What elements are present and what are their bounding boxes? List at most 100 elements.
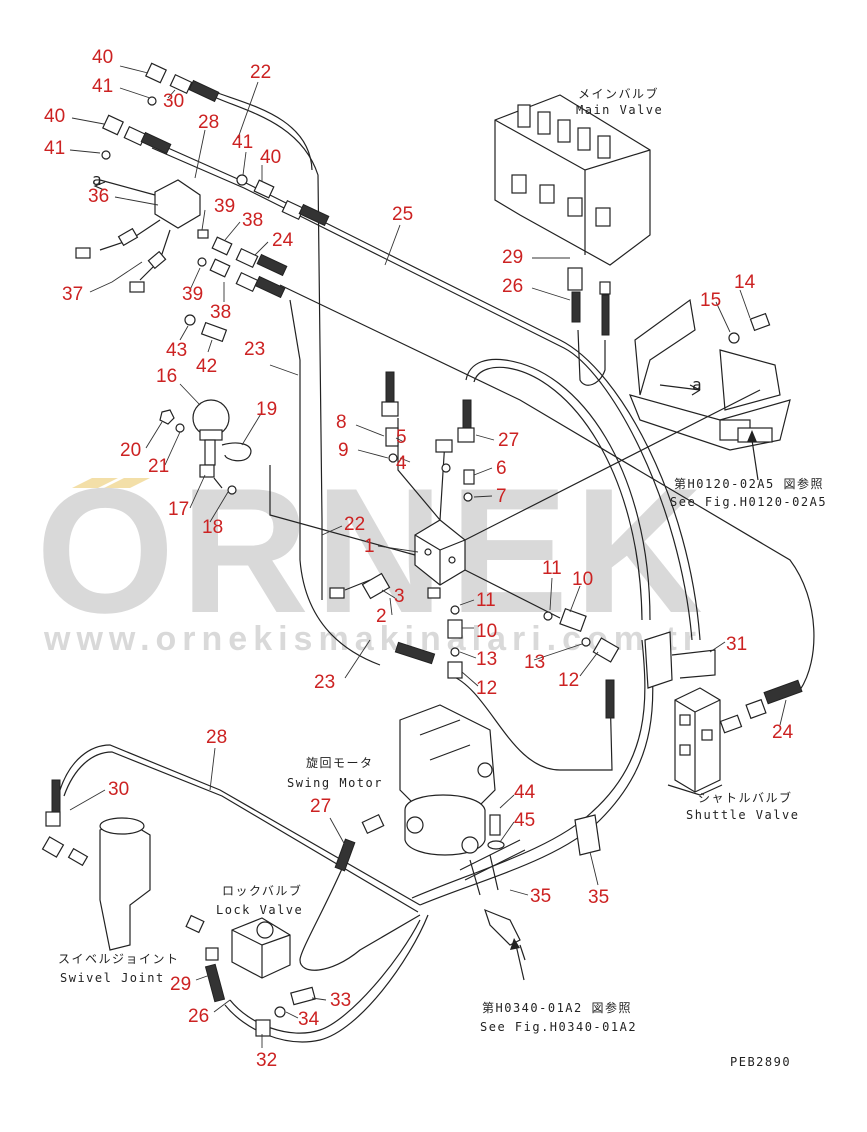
callout-10: 10 — [476, 621, 497, 642]
shuttle-valve-label-en: Shuttle Valve — [686, 808, 799, 822]
callout-22: 22 — [250, 62, 271, 83]
callout-30: 30 — [108, 779, 129, 800]
callout-14: 14 — [734, 272, 756, 293]
callout-4: 4 — [396, 453, 407, 474]
callout-39: 39 — [214, 196, 235, 217]
callout-18: 18 — [202, 517, 223, 538]
callout-24: 24 — [272, 230, 294, 251]
callout-23: 23 — [314, 672, 335, 693]
callout-23: 23 — [244, 339, 265, 360]
callout-17: 17 — [168, 499, 189, 520]
callout-10: 10 — [572, 569, 593, 590]
callout-20: 20 — [120, 440, 141, 461]
swivel-joint-label-en: Swivel Joint — [60, 971, 165, 985]
accumulator — [159, 399, 252, 495]
callout-41: 41 — [232, 132, 253, 153]
callout-42: 42 — [196, 356, 217, 377]
watermark: ORNEK www.ornekismakinalari.com.tr — [36, 451, 709, 658]
callout-29: 29 — [502, 247, 523, 268]
callout-37: 37 — [62, 284, 83, 305]
swing-motor-label-en: Swing Motor — [287, 776, 383, 790]
callout-27: 27 — [310, 796, 331, 817]
callout-43: 43 — [166, 340, 187, 361]
callout-16: 16 — [156, 366, 177, 387]
see-fig-arrows — [510, 430, 759, 981]
callout-40: 40 — [92, 47, 113, 68]
callout-8: 8 — [336, 412, 347, 433]
callout-44: 44 — [514, 782, 536, 803]
callout-38: 38 — [242, 210, 263, 231]
callout-2: 2 — [376, 606, 387, 627]
callout-33: 33 — [330, 990, 351, 1011]
callout-36: 36 — [88, 186, 109, 207]
callout-40: 40 — [260, 147, 281, 168]
main-valve-label-en: Main Valve — [576, 103, 663, 117]
callout-24: 24 — [772, 722, 794, 743]
callout-38: 38 — [210, 302, 231, 323]
hose-lines — [59, 91, 815, 1043]
callout-21: 21 — [148, 456, 169, 477]
view-a-marker-right: a — [692, 375, 703, 394]
callout-28: 28 — [206, 727, 227, 748]
lock-valve-label-jp: ロックバルブ — [222, 883, 302, 898]
callout-34: 34 — [298, 1009, 320, 1030]
callout-22: 22 — [344, 514, 365, 535]
swivel-joint-label-jp: スイベルジョイント — [58, 952, 180, 966]
callout-26: 26 — [502, 276, 523, 297]
swing-motor — [334, 704, 505, 872]
callout-28: 28 — [198, 112, 219, 133]
see-fig-top-jp: 第H0120-02A5 図参照 — [674, 476, 824, 491]
callout-39: 39 — [182, 284, 203, 305]
upper-left-fittings — [75, 62, 330, 343]
callout-13: 13 — [476, 649, 497, 670]
callout-1: 1 — [364, 536, 375, 557]
watermark-chevron-2 — [104, 478, 150, 488]
callout-35: 35 — [530, 886, 551, 907]
callout-12: 12 — [476, 678, 497, 699]
swivel-joint — [41, 779, 151, 951]
callout-45: 45 — [514, 810, 535, 831]
see-fig-top-en: See Fig.H0120-02A5 — [670, 495, 827, 509]
callout-6: 6 — [496, 458, 507, 479]
drawing-code: PEB2890 — [730, 1055, 791, 1069]
see-fig-bottom-en: See Fig.H0340-01A2 — [480, 1020, 637, 1034]
callout-35: 35 — [588, 887, 609, 908]
callout-numbers: 40 41 30 22 40 28 41 41 40 36 39 38 24 2… — [44, 47, 794, 1071]
callout-31: 31 — [726, 634, 747, 655]
callout-13: 13 — [524, 652, 545, 673]
callout-7: 7 — [496, 486, 507, 507]
callout-26: 26 — [188, 1006, 209, 1027]
view-a-marker-top: a — [92, 170, 103, 189]
ppc-valve-block — [269, 371, 761, 719]
callout-19: 19 — [256, 399, 277, 420]
main-valve-label-jp: メインバルブ — [578, 86, 659, 101]
callout-5: 5 — [396, 427, 407, 448]
watermark-brand: ORNEK — [36, 451, 709, 650]
swing-motor-label-jp: 旋回モータ — [306, 756, 374, 770]
callout-41: 41 — [92, 76, 113, 97]
callout-29: 29 — [170, 974, 191, 995]
callout-12: 12 — [558, 670, 579, 691]
see-fig-bottom-jp: 第H0340-01A2 図参照 — [482, 1000, 632, 1015]
callout-25: 25 — [392, 204, 413, 225]
lock-valve-label-en: Lock Valve — [216, 903, 303, 917]
callout-27: 27 — [498, 430, 519, 451]
shuttle-valve — [644, 631, 803, 796]
callout-40: 40 — [44, 106, 65, 127]
callout-11: 11 — [476, 590, 496, 611]
shuttle-valve-label-jp: シャトルバルブ — [698, 790, 793, 805]
callout-41: 41 — [44, 138, 65, 159]
callout-32: 32 — [256, 1050, 277, 1071]
callout-11: 11 — [542, 558, 562, 579]
text-labels: メインバルブ Main Valve 第H0120-02A5 図参照 See Fi… — [58, 86, 827, 1069]
callout-9: 9 — [338, 440, 349, 461]
callout-30: 30 — [163, 91, 184, 112]
bracket-assembly — [628, 298, 791, 451]
callout-3: 3 — [394, 586, 405, 607]
lock-valve — [185, 914, 316, 1037]
callout-15: 15 — [700, 290, 721, 311]
leader-lines — [69, 65, 787, 1048]
watermark-chevron-1 — [72, 478, 118, 488]
main-valve — [494, 94, 651, 336]
